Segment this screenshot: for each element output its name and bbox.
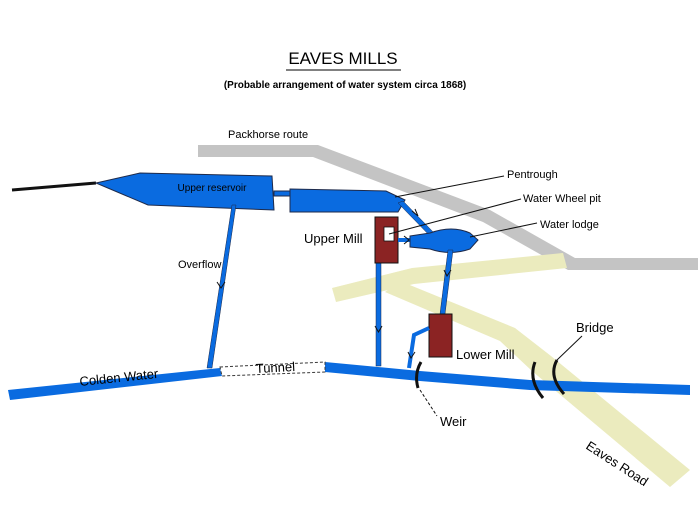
lower-mill-label: Lower Mill [456, 347, 515, 362]
tunnel-label: Tunnel [255, 359, 295, 376]
weir-label: Weir [440, 414, 467, 429]
tunnel [219, 361, 326, 377]
water-lodge-label: Water lodge [540, 219, 599, 231]
upper-mill-tailrace [375, 261, 382, 367]
inflow-line [11, 181, 97, 192]
upper-reservoir [94, 172, 275, 211]
colden-water-river-east [325, 362, 690, 395]
reservoir-connector [273, 190, 291, 197]
weir-pointer [419, 389, 438, 417]
water-lodge [409, 228, 479, 253]
diagram-title: EAVES MILLS [288, 49, 397, 68]
overflow-label: Overflow [178, 259, 221, 271]
pentrough-label: Pentrough [507, 169, 558, 181]
bridge-label: Bridge [576, 320, 614, 335]
tailrace-arrow [374, 325, 383, 333]
bridge-pointer [556, 335, 583, 361]
packhorse-route-label: Packhorse route [228, 129, 308, 141]
overflow-arrow [216, 281, 226, 289]
bridge-west [531, 361, 545, 399]
packhorse-route-track [198, 145, 698, 270]
colden-water-river [8, 368, 222, 400]
water-wheel-pit-pointer [388, 198, 522, 235]
mill-lodge-arrow [403, 235, 410, 245]
lodge-outflow-arrow [443, 269, 452, 277]
pentrough-pointer [394, 175, 505, 198]
upper-mill-label: Upper Mill [304, 231, 363, 246]
bridge-east [552, 359, 566, 395]
lower-mill [428, 313, 453, 358]
diagram-subtitle: (Probable arrangement of water system ci… [224, 80, 466, 91]
weir [415, 361, 423, 389]
lodge-feed-arrow [411, 208, 419, 217]
lower-mill-tailrace [407, 326, 430, 369]
water-lodge-pointer [469, 222, 538, 238]
road-lower-branch [385, 281, 690, 487]
upper-reservoir-label: Upper reservoir [178, 183, 248, 194]
water-wheel-pit-label: Water Wheel pit [523, 193, 601, 205]
pentrough [289, 188, 406, 213]
lower-tailrace-arrow [407, 351, 416, 359]
